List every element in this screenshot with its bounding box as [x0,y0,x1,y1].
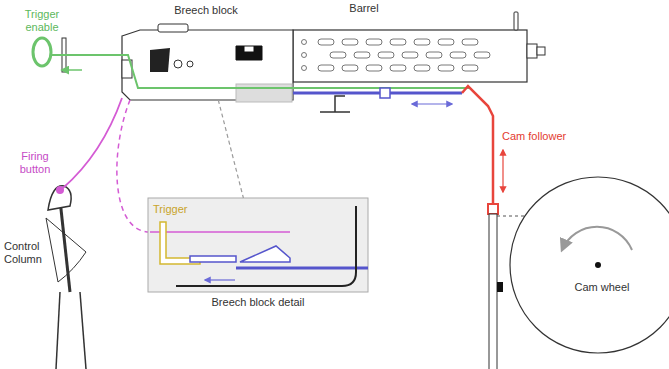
sight [514,12,518,30]
column-stick [60,200,70,292]
part-group: Barrel [294,2,526,80]
push-rod [293,92,462,95]
detail-lever [240,246,290,262]
slider-motion [205,279,235,280]
rod-tab [497,282,503,292]
detail-housing [176,206,356,286]
zoom-line [218,100,243,198]
cam-axle [595,262,601,268]
rod-motion [412,103,452,104]
follower-rod [489,214,497,369]
part-group: Breech block detail [148,198,368,312]
muzzle [527,44,537,58]
enable-arrow [62,69,82,71]
rod-bracket [320,96,350,112]
detail-zone [236,84,292,102]
firing-cable [63,98,122,188]
detail-slider [190,256,236,262]
part-label: Cam wheel [574,281,629,294]
detail-rod [236,267,368,270]
cam-wheel [510,177,669,353]
callout-label: Trigger enable [12,8,72,34]
column-grip [48,186,71,210]
firing-cable-hidden [117,100,150,232]
enable-wire [51,55,470,88]
breech-pin [187,61,193,67]
column-base [56,292,60,369]
column-base [80,292,86,369]
part-label: Breech block detail [212,296,305,309]
detail-panel [148,198,368,292]
barrel-slots [302,39,491,71]
callout-label: Firing button [10,150,60,176]
detail-cable [150,231,290,233]
callout-label: Cam follower [502,130,592,143]
callout-label: Control Column [4,240,50,266]
rotation-arrow [562,227,632,250]
breech-pin [174,60,182,68]
callout-label: Trigger [153,203,203,216]
muzzle-tip [537,47,545,55]
follower-motion [502,150,503,192]
barrel-jacket [293,30,527,82]
part-group: Cam wheel [510,177,669,353]
breech-handle [158,24,188,32]
breech-mechanism [150,48,170,72]
part-label: Breech block [174,4,238,17]
crank [462,86,493,206]
rod-collar [380,88,390,98]
part-label: Barrel [349,2,378,15]
part-group: Breech block [118,4,294,100]
trigger-ring [33,38,51,66]
breech-lock [236,46,262,60]
follower-block [488,204,498,214]
